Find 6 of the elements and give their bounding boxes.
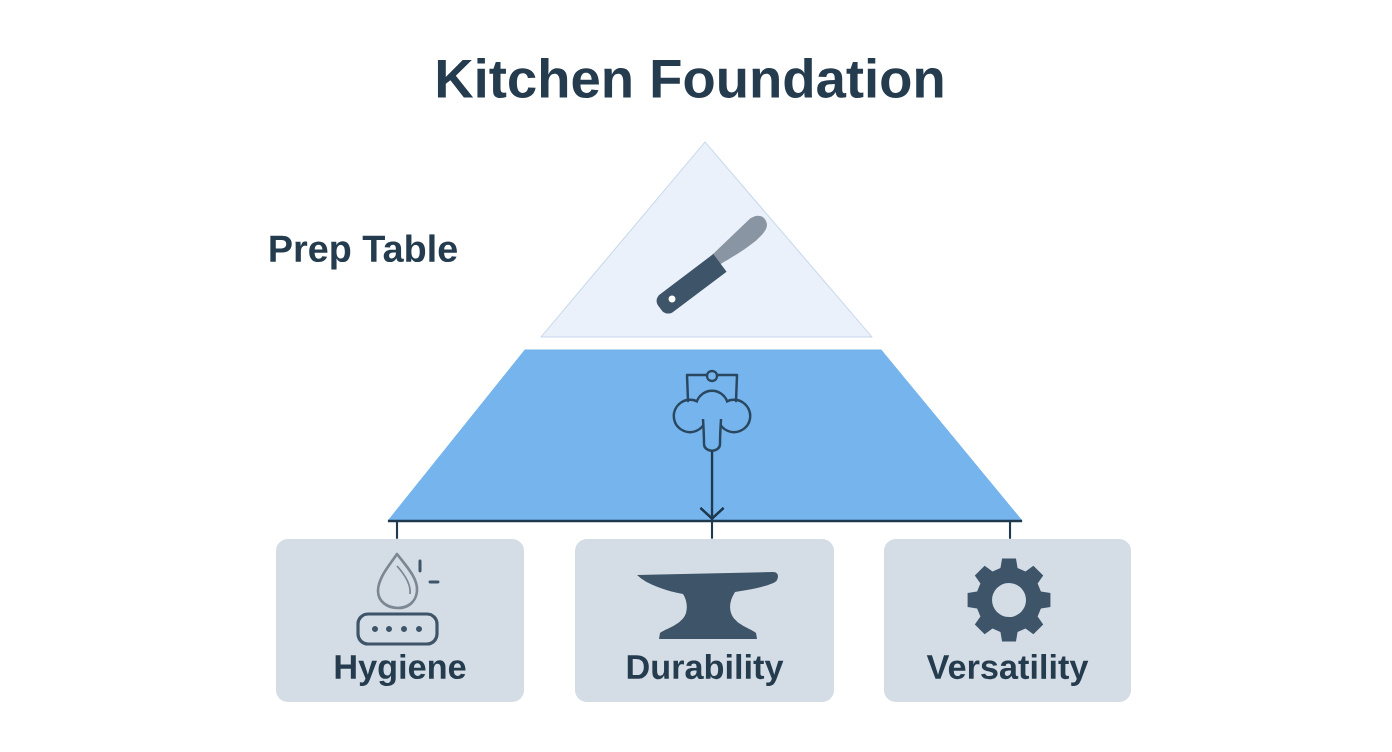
category-box: Hygiene <box>276 539 524 702</box>
chef-hat-icon <box>672 369 752 452</box>
title: Kitchen Foundation <box>437 57 943 98</box>
pyramid-tier <box>387 349 1023 523</box>
tier-label: Prep Table <box>270 234 457 270</box>
category-box: Versatility <box>884 539 1131 702</box>
